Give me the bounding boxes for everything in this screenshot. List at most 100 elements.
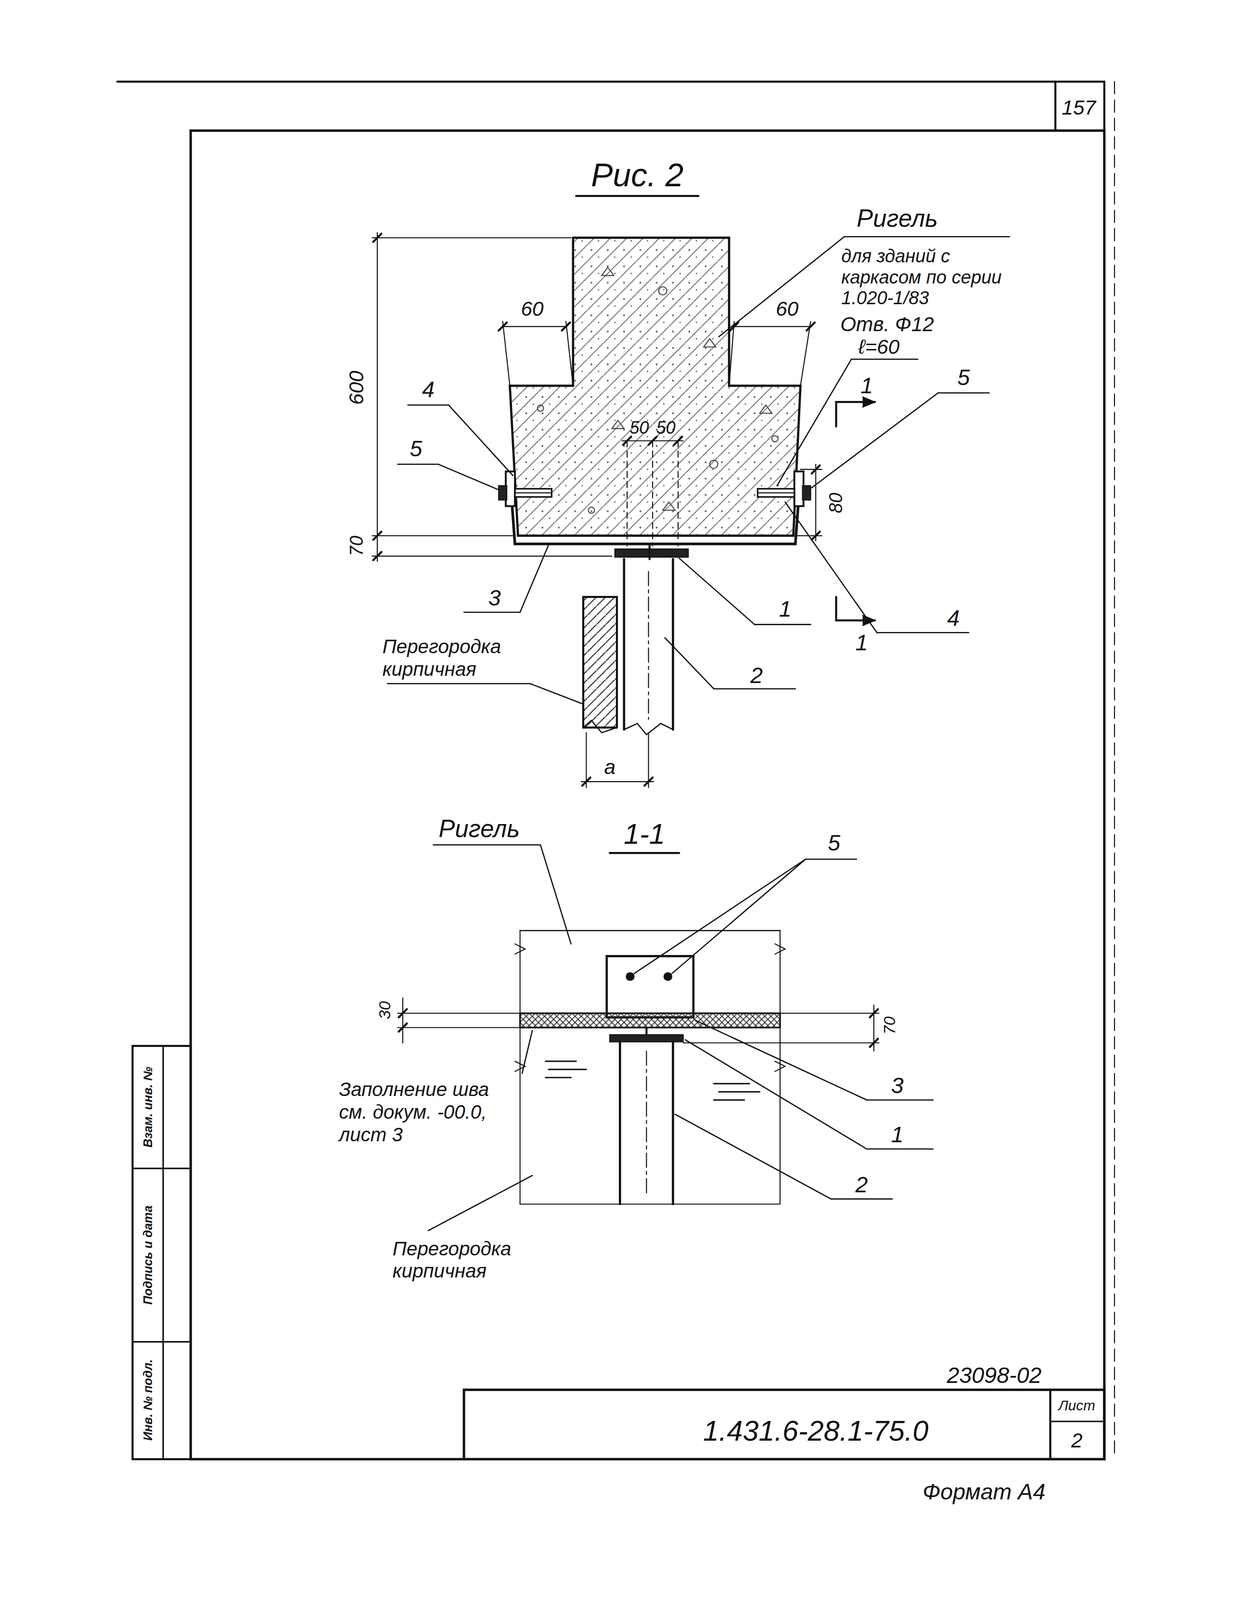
figure-2-part: [537, 267, 779, 513]
section-1-1-part: [398, 1023, 408, 1032]
figure-2-part-part: [520, 544, 549, 613]
section-1-1-part: [520, 1203, 781, 1204]
section-1-1-part: [645, 1050, 647, 1194]
figure-2-part-part: [463, 611, 521, 614]
stamp-field: Инв. № подл.: [141, 1358, 156, 1441]
part-note: для зданий с каркасом по серии 1.020-1/8…: [841, 245, 1005, 310]
callout-number: 2: [855, 1171, 869, 1198]
figure-2-part: [371, 555, 612, 557]
section-1-1-part-part: [545, 1076, 572, 1078]
figure-2-part: [583, 596, 617, 728]
callout-number: 5: [409, 435, 423, 462]
section-1-1-part: [664, 972, 672, 980]
figure-2-part-part: [665, 637, 715, 689]
section-mark: 1: [860, 372, 873, 399]
figure-2-part: [514, 488, 552, 497]
figure-2-part-part: [601, 267, 614, 276]
figure-2-part: [371, 237, 571, 239]
figure-2-part: [815, 464, 817, 541]
sheet-frame-part: [1049, 1389, 1051, 1459]
figure-2-part-part: [677, 440, 679, 546]
figure-2-part: [648, 436, 657, 445]
section-1-1-part-part: [805, 858, 857, 860]
figure-2-part: [502, 321, 511, 386]
section-1-1-part: [626, 972, 634, 980]
figure-2-part-part: [754, 623, 811, 626]
sheet-number: 2: [1071, 1428, 1083, 1453]
figure-2-part-part: [851, 358, 918, 360]
figure-2-part: [502, 325, 566, 327]
figure-2-part-part: [662, 501, 675, 511]
callout-number: 5: [827, 829, 841, 856]
figure-2-part: [585, 732, 587, 788]
figure-2-part-part: [611, 420, 624, 429]
section-1-1-part: [870, 1009, 879, 1018]
sheet-frame-part: [190, 130, 1105, 1459]
figure-2-part-part: [759, 405, 772, 414]
section-1-1-part: [397, 1012, 520, 1014]
figure-2-part: [757, 488, 794, 497]
figure-2-part: [648, 732, 650, 788]
dimension: 30: [375, 1000, 395, 1020]
stamp-field: Взам. инв. №: [141, 1066, 156, 1148]
figure-2-part-part: [397, 463, 439, 465]
figure-title: Рис. 2: [590, 156, 684, 195]
section-1-1: [397, 844, 933, 1230]
section-title: 1-1: [623, 818, 666, 851]
part-name: Ригель: [438, 814, 521, 843]
figure-2-part-part: [709, 460, 718, 469]
figure-2-part: [614, 549, 689, 558]
figure-2-part-part: [408, 404, 449, 406]
section-1-1-part: [609, 1034, 684, 1042]
section-1-1-part: [683, 1041, 880, 1043]
figure-2-part: [510, 237, 801, 536]
dimension: 50: [629, 418, 650, 439]
section-1-1-part: [645, 1027, 648, 1035]
sheet-frame-part: [132, 1167, 191, 1169]
section-1-1-part-part: [713, 1082, 750, 1085]
figure-2-part-part: [713, 688, 796, 690]
sheet-frame-part: [463, 1389, 1105, 1459]
section-1-1-part-part: [695, 1020, 867, 1100]
dimension: 60: [775, 297, 799, 321]
callout-number: 4: [422, 376, 435, 403]
dimension: 70: [346, 535, 368, 556]
figure-2-part: [836, 401, 876, 427]
sheet-frame-part: [117, 80, 1105, 83]
section-1-1-part-part: [433, 844, 541, 846]
figure-2-part: [648, 571, 650, 719]
document-code: 1.431.6-28.1-75.0: [703, 1414, 929, 1448]
callout-number: 4: [947, 605, 960, 632]
figure-2-part-part: [438, 464, 499, 490]
section-1-1-part: [398, 1009, 408, 1018]
figure-2-part-part: [678, 558, 755, 625]
callout-number: 5: [957, 364, 970, 391]
section-1-1-part-part: [428, 1175, 533, 1230]
section-1-1-part-part: [671, 858, 806, 974]
sheet-frame-part: [132, 1045, 191, 1460]
figure-2-part: [624, 559, 674, 730]
hole-note: ℓ=60: [858, 334, 900, 359]
section-1-1-part-part: [675, 1113, 832, 1199]
section-1-1-part: [606, 955, 694, 1017]
section-1-1-part: [619, 1041, 673, 1204]
section-1-1-part-part: [831, 1198, 893, 1200]
figure-2-part: [644, 777, 653, 786]
figure-2-part-part: [530, 683, 584, 704]
callout-number: 1: [779, 596, 792, 623]
figure-2-part: [376, 232, 378, 562]
part-name: Перегородка кирпичная: [382, 635, 536, 681]
figure-2-part-part: [937, 392, 989, 394]
figure-2-part-part: [811, 392, 939, 488]
figure-2-part: [576, 194, 699, 197]
figure-2-part-part: [537, 405, 544, 412]
section-1-1-part: [545, 1061, 760, 1101]
section-1-1-part-part: [713, 1099, 745, 1101]
figure-2-part: [371, 535, 515, 537]
callout-number: 2: [750, 662, 763, 689]
sheet-frame: [117, 81, 1115, 1460]
figure-2-part: [373, 551, 382, 561]
section-1-1-part-part: [718, 1090, 760, 1093]
figure-2-part: [387, 236, 1010, 705]
